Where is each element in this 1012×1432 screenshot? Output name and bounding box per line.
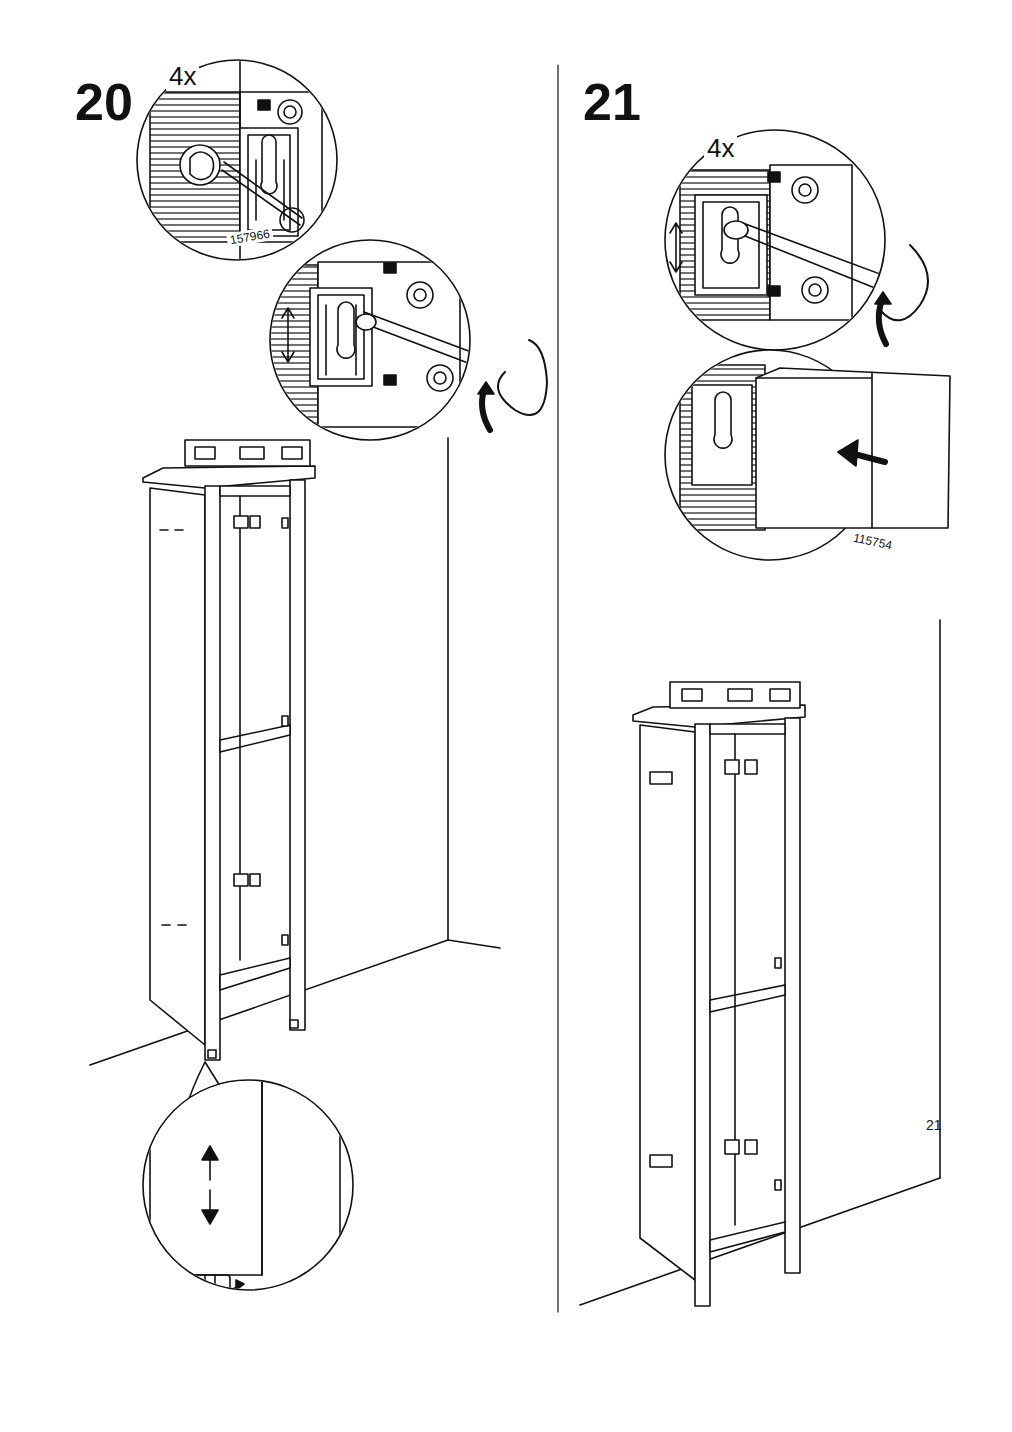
detail-circle	[137, 60, 337, 260]
detail-circle	[665, 130, 950, 350]
step-number: 20	[75, 76, 133, 128]
page-number: 21	[926, 1118, 942, 1132]
step-number: 21	[583, 76, 641, 128]
part-number: 157966	[226, 226, 274, 248]
quantity-label: 4x	[704, 134, 737, 162]
part-number: 115754	[849, 530, 896, 553]
detail-circle	[143, 1062, 353, 1305]
cabinet	[143, 440, 315, 1060]
detail-circle	[270, 240, 560, 440]
detail-circle	[665, 350, 950, 560]
cabinet	[633, 682, 805, 1306]
quantity-label: 4x	[166, 62, 199, 90]
